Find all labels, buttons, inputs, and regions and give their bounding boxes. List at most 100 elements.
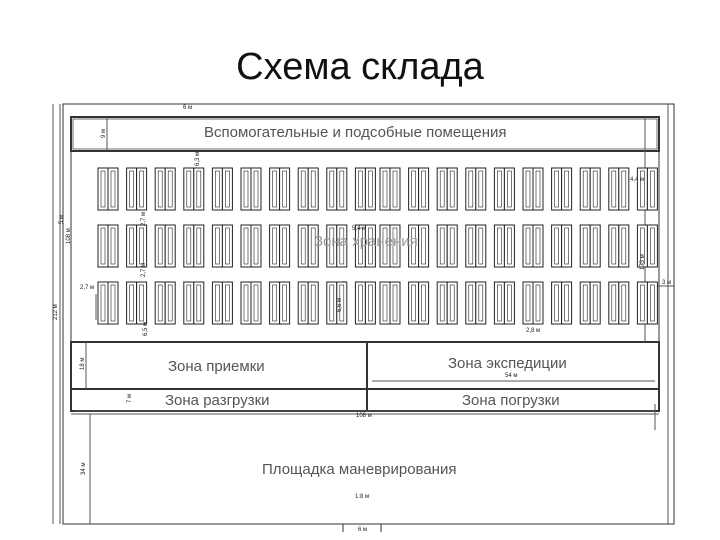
rack-cell-inner (139, 170, 144, 208)
dim-bottom-6: 6 м (358, 527, 368, 533)
rack-cell-inner (449, 284, 455, 322)
rack-cell-inner (196, 170, 202, 208)
zone-loading-label: Зона погрузки (462, 392, 560, 409)
rack-cell-inner (478, 170, 484, 208)
rack-cell-inner (497, 284, 502, 322)
outer-boundary (62, 103, 675, 525)
rack-cell-inner (611, 170, 617, 208)
rack-cell-inner (339, 284, 345, 322)
rack-cell-inner (225, 284, 230, 322)
rack-cell-inner (640, 170, 645, 208)
rack-cell-inner (282, 284, 287, 322)
rack-cell-inner (110, 227, 116, 265)
rack-cell-inner (282, 227, 287, 265)
rack-cell-inner (300, 227, 306, 265)
rack-cell-inner (243, 170, 249, 208)
rack-cell-inner (110, 284, 116, 322)
dim-unload-height: 7 м (127, 393, 133, 403)
dim-left-2-7: 2,7 м (80, 285, 95, 291)
dim-top-gap: 6 м (183, 105, 193, 111)
rack-cell-inner (186, 170, 192, 208)
rack-cell-inner (621, 227, 627, 265)
rack-cell-inner (110, 170, 116, 208)
dim-total-left-2: 212 м (53, 304, 59, 320)
rack-cell-inner (100, 227, 106, 265)
rack-cell-inner (468, 170, 474, 208)
rack-cell-inner (535, 170, 541, 208)
rack-cell-inner (525, 227, 531, 265)
dim-maneuver-height: 34 м (81, 462, 87, 475)
rack-cell-inner (439, 284, 445, 322)
rack-cell-inner (300, 284, 306, 322)
rack-cell-inner (582, 170, 588, 208)
rack-cell-inner (554, 227, 559, 265)
dim-aux-height: 9 м (101, 128, 107, 138)
rack-cell-inner (421, 227, 426, 265)
dim-aisle-top: 6,3 м (195, 151, 201, 166)
dim-total-left-1: 108 м (66, 228, 72, 244)
rack-cell-inner (439, 227, 445, 265)
rack-cell-inner (310, 284, 316, 322)
rack-cell-inner (411, 227, 416, 265)
rack-cell-inner (640, 284, 645, 322)
zone-auxiliary-label: Вспомогательные и подсобные помещения (204, 124, 507, 141)
rack-cell-inner (310, 170, 316, 208)
rack-cell-inner (611, 227, 617, 265)
rack-cell-inner (186, 227, 192, 265)
dim-right: 173 м (640, 254, 646, 270)
rack-cell-inner (535, 284, 541, 322)
rack-cell-inner (478, 284, 484, 322)
rack-cell-inner (358, 170, 363, 208)
rack-cell-inner (650, 284, 655, 322)
rack-cell-inner (186, 284, 192, 322)
rack-cell-inner (157, 227, 163, 265)
rack-cell-inner (449, 227, 455, 265)
rack-cell-inner (157, 284, 163, 322)
rack-cell-inner (382, 227, 388, 265)
rack-cell-inner (339, 227, 345, 265)
rack-cell-inner (650, 170, 655, 208)
dim-width-108: 108 м (356, 413, 372, 419)
rack-cell-inner (215, 170, 220, 208)
rack-cell-inner (478, 227, 484, 265)
rack-cell-inner (329, 227, 335, 265)
rack-cell-inner (382, 170, 388, 208)
dim-rack-right-gap: 4,4 м (630, 177, 645, 183)
rack-cell-inner (253, 227, 259, 265)
rack-cell-inner (358, 227, 363, 265)
rack-cell-inner (640, 227, 645, 265)
rack-cell-inner (621, 170, 627, 208)
rack-cell-inner (339, 170, 345, 208)
dim-ratio: 1:8 м (355, 494, 370, 500)
rack-cell-inner (525, 284, 531, 322)
rack-cell-inner (411, 170, 416, 208)
rack-cell-inner (392, 227, 398, 265)
rack-cell-inner (439, 170, 445, 208)
rack-cell-inner (243, 284, 249, 322)
rack-cell-inner (243, 227, 249, 265)
rack-cell-inner (167, 170, 173, 208)
rack-cell-inner (382, 284, 388, 322)
rack-cell-inner (554, 170, 559, 208)
rack-cell-inner (167, 227, 173, 265)
rack-cell-inner (650, 227, 655, 265)
rack-cell-inner (564, 227, 569, 265)
dim-row-gap-1: 2,7 м (141, 211, 147, 226)
rack-cell-inner (358, 284, 363, 322)
rack-cell-inner (449, 170, 455, 208)
rack-cell-inner (129, 227, 134, 265)
rack-cell-inner (139, 227, 144, 265)
rack-cell-inner (592, 284, 598, 322)
rack-cell-inner (253, 284, 259, 322)
rack-cell-inner (196, 284, 202, 322)
zone-maneuvering-label: Площадка маневрирования (262, 461, 457, 478)
zone-unloading-label: Зона разгрузки (165, 392, 270, 409)
rack-cell-inner (300, 170, 306, 208)
rack-cell-inner (129, 170, 134, 208)
rack-cell-inner (507, 170, 512, 208)
rack-cell-inner (129, 284, 134, 322)
rack-cell-inner (468, 284, 474, 322)
rack-cell-inner (310, 227, 316, 265)
rack-cell-inner (100, 284, 106, 322)
dim-exp-width: 54 м (505, 373, 518, 379)
